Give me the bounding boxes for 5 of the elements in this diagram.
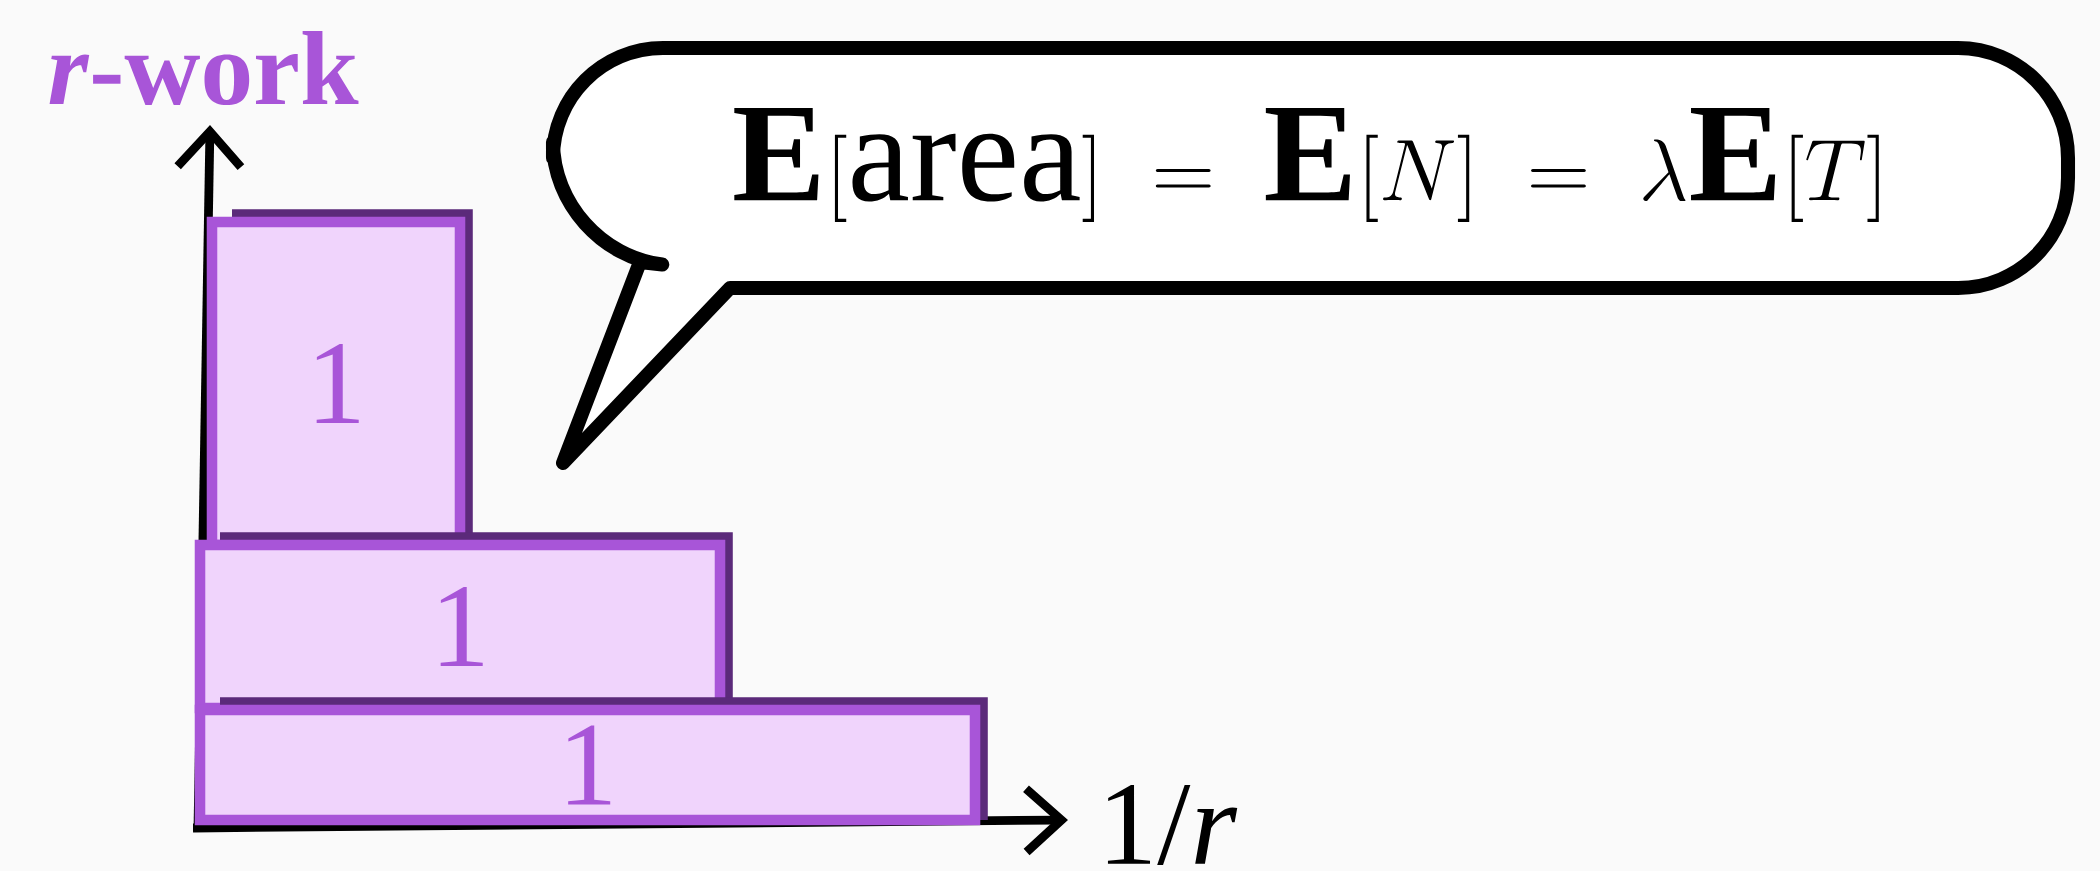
speech-bubble: $\mathbf{E}[\mathrm{area}] \;=\; \mathbf{E}[N] \;=\; \lambda\mathbf{E}[T]$ [545,40,2076,471]
axis-label: r-work [49,30,359,106]
axis-label: 1/r [1107,785,1238,865]
bar: 1 [194,697,988,826]
bar: 1 [194,532,733,714]
